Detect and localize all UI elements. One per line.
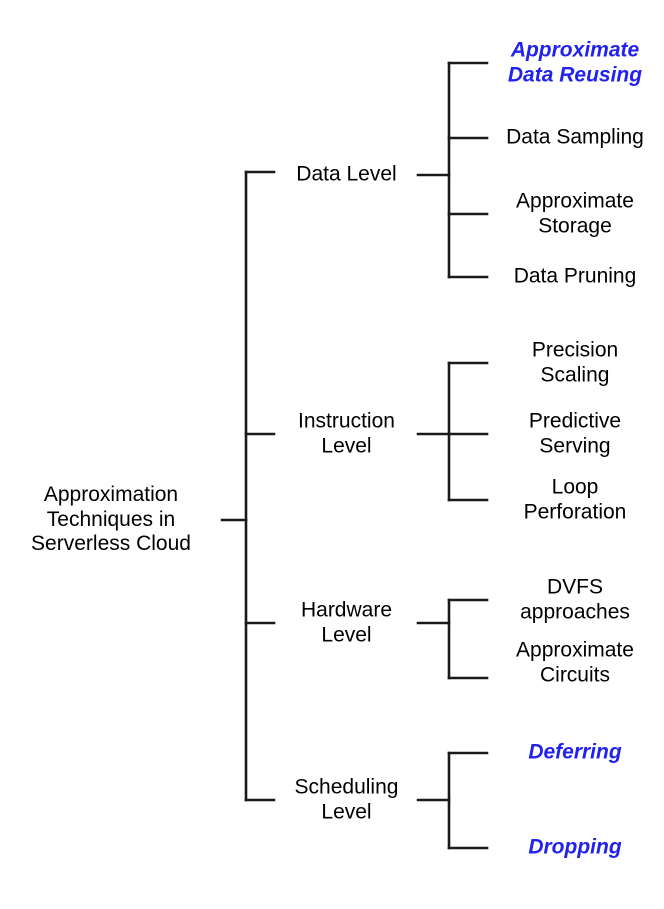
leaf-label-precision-scaling: Precision Scaling	[531, 338, 619, 386]
leaf-label-data-pruning: Data Pruning	[513, 264, 637, 288]
leaf-label-dropping: Dropping	[528, 835, 622, 859]
root-node-label: Approximation Techniques in Serverless C…	[31, 483, 191, 556]
leaf-label-approximate-storage: Approximate Storage	[516, 189, 634, 237]
leaf-label-data-sampling: Data Sampling	[506, 125, 644, 149]
level-label-data: Data Level	[296, 162, 397, 186]
level-label-instruction: Instruction Level	[298, 409, 395, 457]
leaf-label-dvfs-approaches: DVFS approaches	[520, 575, 630, 623]
leaf-label-approximate-circuits: Approximate Circuits	[516, 638, 634, 686]
leaf-label-deferring: Deferring	[528, 740, 622, 764]
level-label-hardware: Hardware Level	[300, 598, 393, 646]
leaf-label-loop-perforation: Loop Perforation	[523, 475, 627, 523]
level-label-scheduling: Scheduling Level	[294, 775, 399, 823]
leaf-label-approximate-data-reusing: Approximate Data Reusing	[507, 38, 643, 86]
leaf-label-predictive-serving: Predictive Serving	[528, 409, 622, 457]
